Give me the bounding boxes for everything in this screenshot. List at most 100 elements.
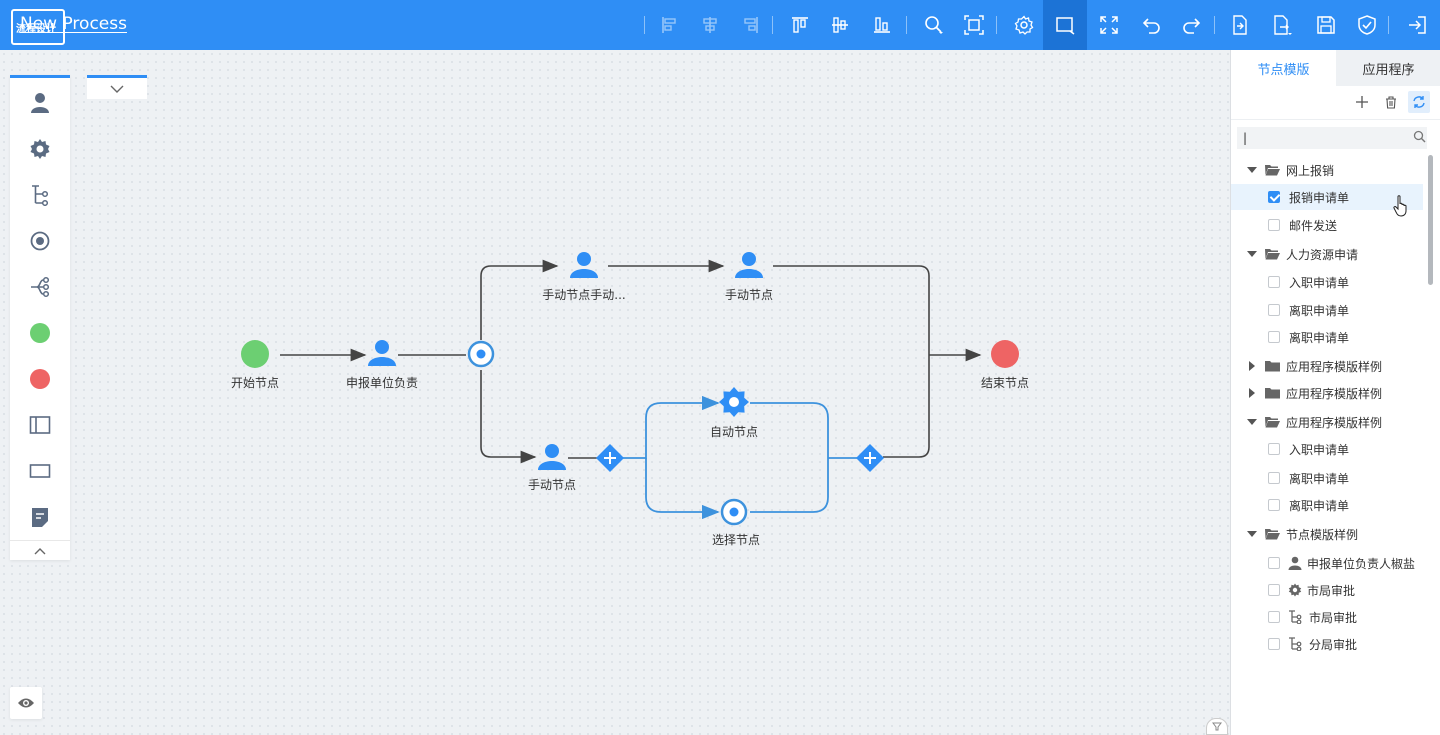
tab-applications[interactable]: 应用程序 [1336, 50, 1440, 86]
flow-edge[interactable] [645, 458, 720, 520]
caret-right-icon[interactable] [1248, 388, 1256, 398]
tree-item[interactable]: 离职申请单 [1231, 324, 1423, 350]
add-template-button[interactable] [1351, 91, 1373, 113]
align-left-button[interactable] [648, 0, 692, 50]
tree-item[interactable]: 报销申请单 [1231, 184, 1423, 210]
start-node[interactable] [241, 340, 269, 368]
template-search-input[interactable] [1237, 127, 1427, 149]
tree-item[interactable]: 离职申请单 [1231, 297, 1423, 323]
tree-item[interactable]: 离职申请单 [1231, 492, 1423, 518]
align-middle-button[interactable] [818, 0, 862, 50]
tree-item[interactable]: 入职申请单 [1231, 269, 1423, 295]
report-user-node[interactable] [368, 340, 396, 366]
align-bottom-button[interactable] [860, 0, 904, 50]
preview-button[interactable] [10, 687, 42, 719]
flow-edge[interactable] [623, 395, 720, 459]
caret-down-icon[interactable] [1247, 530, 1257, 538]
marquee-select-button[interactable] [1043, 0, 1087, 50]
align-right-button[interactable] [728, 0, 772, 50]
tree-folder-label: 应用程序模版样例 [1286, 415, 1383, 430]
tree-item-checkbox[interactable] [1268, 472, 1280, 484]
fit-view-button[interactable] [952, 0, 996, 50]
caret-down-icon[interactable] [1247, 250, 1257, 258]
align-top-button[interactable] [778, 0, 822, 50]
tree-item-checkbox[interactable] [1268, 304, 1280, 316]
tree-folder[interactable]: 人力资源申请 [1231, 241, 1423, 267]
palette-auto-task[interactable] [10, 126, 70, 172]
split-choice-node-dot[interactable] [476, 349, 486, 359]
flow-diagram[interactable] [0, 50, 1230, 735]
tree-item-label: 邮件发送 [1289, 218, 1338, 233]
align-bottom-icon [874, 17, 890, 33]
tree-item[interactable]: 市局审批 [1231, 604, 1423, 630]
palette-subprocess[interactable] [10, 172, 70, 218]
palette-end-node[interactable] [10, 356, 70, 402]
manual-node-1-label: 手动节点手动... [542, 288, 626, 302]
import-button[interactable] [1218, 0, 1262, 50]
delete-template-button[interactable] [1380, 91, 1402, 113]
tree-item-checkbox[interactable] [1268, 331, 1280, 343]
tree-item-checkbox[interactable] [1268, 584, 1280, 596]
palette-note[interactable] [10, 494, 70, 540]
flow-canvas[interactable]: 开始节点申报单位负责手动节点手动...手动节点手动节点自动节点选择节点结束节点 [0, 50, 1230, 735]
redo-button[interactable] [1170, 0, 1214, 50]
verify-button[interactable] [1345, 0, 1389, 50]
tree-item[interactable]: 邮件发送 [1231, 212, 1423, 238]
tree-item-checkbox[interactable] [1268, 219, 1280, 231]
tree-folder[interactable]: 网上报销 [1231, 157, 1423, 183]
palette-lane[interactable] [10, 402, 70, 448]
refresh-button[interactable] [1408, 91, 1430, 113]
palette-dropdown[interactable] [87, 75, 147, 99]
tree-item-checkbox[interactable] [1268, 638, 1280, 650]
tree-folder[interactable]: 节点模版样例 [1231, 521, 1423, 547]
search-icon[interactable] [1413, 130, 1426, 143]
tree-item[interactable]: 分局审批 [1231, 631, 1423, 657]
manual-node-2[interactable] [735, 252, 763, 278]
align-center-button[interactable] [688, 0, 732, 50]
filter-toggle-button[interactable] [1206, 718, 1228, 735]
save-button[interactable] [1304, 0, 1348, 50]
manual-node-3[interactable] [538, 444, 566, 470]
palette-choice-node[interactable] [10, 218, 70, 264]
manual-node-1[interactable] [570, 252, 598, 278]
flow-edge[interactable] [480, 259, 559, 340]
tab-node-templates[interactable]: 节点模版 [1231, 50, 1336, 86]
tree-folder[interactable]: 应用程序模版样例 [1231, 353, 1423, 379]
tree-item[interactable]: 市局审批 [1231, 577, 1423, 603]
tree-item-checkbox[interactable] [1268, 557, 1280, 569]
palette-collapse-button[interactable] [10, 540, 70, 560]
choice-node-dot[interactable] [729, 507, 739, 517]
tree-item[interactable]: 申报单位负责人椒盐 [1231, 550, 1423, 576]
tree-item-checkbox[interactable] [1268, 276, 1280, 288]
caret-right-icon[interactable] [1248, 361, 1256, 371]
tree-item-checkbox[interactable] [1268, 499, 1280, 511]
palette-branch[interactable] [10, 264, 70, 310]
flow-edge[interactable] [480, 370, 537, 464]
parallel-join-node-plus[interactable] [864, 452, 876, 464]
tree-item[interactable]: 离职申请单 [1231, 465, 1423, 491]
palette-start-node[interactable] [10, 310, 70, 356]
tree-folder[interactable]: 应用程序模版样例 [1231, 409, 1423, 435]
parallel-split-node-plus[interactable] [604, 452, 616, 464]
fullscreen-button[interactable] [1087, 0, 1131, 50]
export-button[interactable] [1260, 0, 1304, 50]
tree-item-checkbox[interactable] [1268, 191, 1280, 203]
caret-down-icon[interactable] [1247, 418, 1257, 426]
exit-button[interactable] [1395, 0, 1439, 50]
settings-button[interactable] [1002, 0, 1046, 50]
auto-node[interactable] [719, 387, 749, 417]
palette-user-task[interactable] [10, 80, 70, 126]
undo-button[interactable] [1129, 0, 1173, 50]
panel-scrollbar[interactable] [1428, 155, 1433, 285]
tree-item-checkbox[interactable] [1268, 611, 1280, 623]
caret-down-icon[interactable] [1247, 166, 1257, 174]
end-node[interactable] [991, 340, 1019, 368]
zoom-button[interactable] [912, 0, 956, 50]
process-title[interactable]: New Process [20, 14, 127, 34]
tree-item[interactable]: 入职申请单 [1231, 436, 1423, 462]
flow-edge[interactable] [750, 402, 829, 513]
flow-edge[interactable] [773, 265, 930, 458]
tree-folder[interactable]: 应用程序模版样例 [1231, 380, 1423, 406]
tree-item-checkbox[interactable] [1268, 443, 1280, 455]
palette-rectangle[interactable] [10, 448, 70, 494]
